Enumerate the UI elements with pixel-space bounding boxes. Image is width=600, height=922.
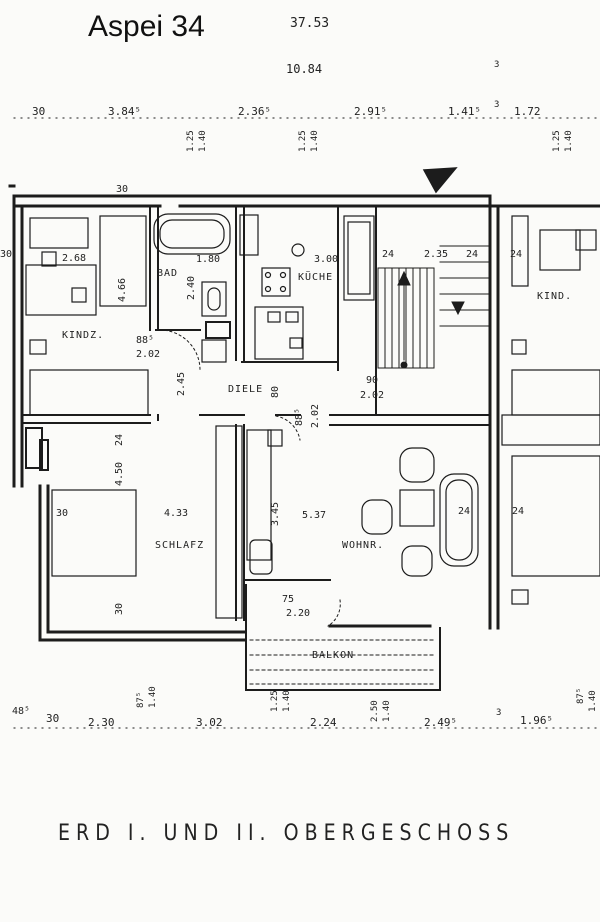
dim-stair-24c: 24 [510, 249, 523, 260]
dim-balkon-75: 75 [282, 594, 295, 605]
outer-walls [8, 184, 600, 642]
dim-window-140g: 1.40 [588, 690, 598, 712]
dim-stair-24b: 24 [466, 249, 479, 260]
dim-bot-302: 3.02 [196, 716, 223, 729]
dim-kindz-885: 88⁵ [136, 335, 155, 346]
dim-top-172: 1.72 [514, 105, 541, 118]
dim-bot-48: 48⁵ [12, 706, 31, 717]
dim-window-125c: 1.25 [552, 130, 562, 152]
dim-stair-202: 2.02 [360, 390, 385, 401]
schlafz-furniture [25, 427, 137, 577]
dim-diele-245: 2.45 [176, 371, 187, 396]
dim-kindz-268: 2.68 [62, 253, 87, 264]
dim-bot-249: 2.49⁵ [424, 716, 458, 729]
dim-window-125a: 1.25 [186, 130, 196, 152]
room-label-schlafz: SCHLAFZ [155, 540, 205, 551]
dim-window-875a: 87⁵ [136, 691, 146, 708]
dim-diele-80: 80 [270, 385, 281, 398]
bath-fixtures [153, 213, 259, 363]
dim-window-140d: 1.40 [148, 686, 158, 708]
dim-diele-202: 2.02 [310, 403, 321, 428]
dim-bot-3: 3 [496, 708, 502, 718]
dim-top-3b: 3 [494, 100, 500, 110]
dim-bad-240: 2.40 [186, 275, 197, 300]
room-label-kindz: KINDZ. [62, 330, 105, 341]
dim-schlafz-450: 4.50 [114, 461, 125, 486]
dim-top-141: 1.41⁵ [448, 105, 482, 118]
dim-window-140a: 1.40 [198, 130, 208, 152]
dim-top-sub: 10.84 [286, 62, 323, 76]
staircase [377, 245, 491, 369]
dim-schlafz-433: 4.33 [164, 508, 189, 519]
room-label-bad: BAD [157, 268, 179, 279]
dim-wohn-24: 24 [458, 506, 471, 517]
door-swings [159, 329, 341, 627]
dim-window-250: 2.50 [370, 700, 380, 722]
room-label-diele: DIELE [228, 384, 264, 395]
dim-wohn-345: 3.45 [270, 501, 281, 526]
dim-bot-30: 30 [46, 712, 60, 725]
dim-window-125d: 1.25 [270, 690, 280, 712]
dim-top-291: 2.91⁵ [354, 105, 388, 118]
dim-wohn-537: 5.37 [302, 510, 327, 521]
floor-caption: ERD I. UND II. OBERGESCHOSS [58, 820, 515, 846]
dim-schlafz-30b: 30 [114, 602, 125, 615]
dim-top-384: 3.84⁵ [108, 105, 142, 118]
wohnr-furniture [249, 215, 600, 605]
dim-top-3a: 3 [494, 60, 500, 70]
dim-top-total: 37.53 [290, 16, 330, 31]
dim-kindz-202: 2.02 [136, 349, 161, 360]
dim-bot-230: 2.30 [88, 716, 115, 729]
dim-top-30: 30 [32, 105, 46, 118]
diele-wardrobe [215, 425, 283, 619]
interior-walls [21, 205, 491, 621]
dim-top-236: 2.36⁵ [238, 105, 272, 118]
dim-window-875b: 87⁵ [576, 687, 586, 704]
kitchen-fixtures [254, 215, 375, 360]
room-label-kueche: KÜCHE [298, 272, 334, 283]
dim-diele-885: 88⁵ [294, 407, 305, 426]
dim-balkon-220: 2.20 [286, 608, 311, 619]
dim-wohn-24b: 24 [512, 506, 525, 517]
north-arrow-icon [422, 167, 458, 194]
dim-window-140e: 1.40 [282, 690, 292, 712]
dim-schlafz-24: 24 [114, 433, 125, 446]
kindz-furniture [25, 215, 149, 416]
dim-bot-196: 1.96⁵ [520, 714, 554, 727]
room-label-kind-right: KIND. [537, 291, 573, 302]
dim-stair-24a: 24 [382, 249, 395, 260]
balcony-railing [245, 579, 441, 691]
dim-stair-90: 90 [366, 375, 379, 386]
dim-stair-235: 2.35 [424, 249, 449, 260]
plan-title: Aspei 34 [88, 10, 205, 43]
dim-window-140c: 1.40 [564, 130, 574, 152]
dim-window-140b: 1.40 [310, 130, 320, 152]
dim-window-125b: 1.25 [298, 130, 308, 152]
dim-bot-224: 2.24 [310, 716, 337, 729]
room-label-balkon: BALKON [312, 650, 355, 661]
dim-kindz-466: 4.66 [117, 277, 128, 302]
dim-bad-180: 1.80 [196, 254, 221, 265]
dim-wall-30: 30 [116, 184, 129, 195]
dim-window-140f: 1.40 [382, 700, 392, 722]
dim-left-30: 30 [0, 249, 13, 260]
room-label-wohnr: WOHNR. [342, 540, 385, 551]
dim-kueche-300: 3.00 [314, 254, 339, 265]
dim-schlafz-30: 30 [56, 508, 69, 519]
